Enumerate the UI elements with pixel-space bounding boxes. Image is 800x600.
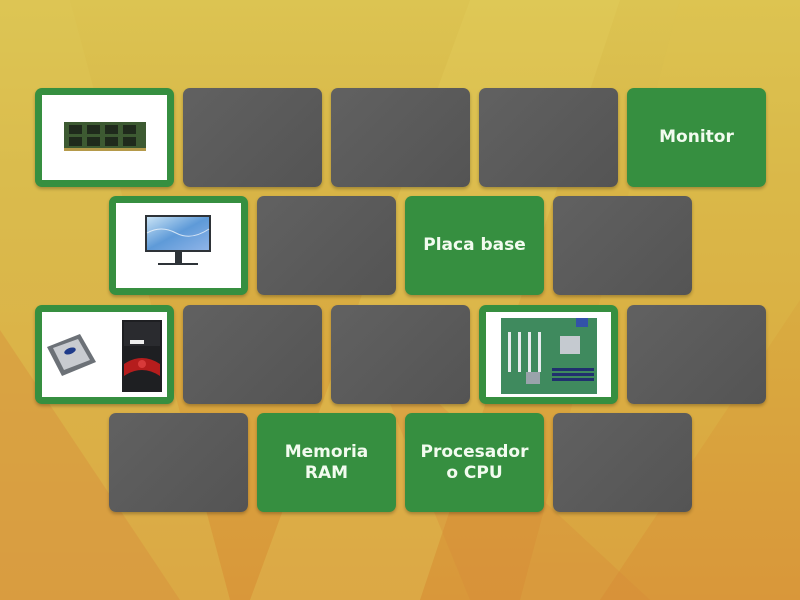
card-hidden[interactable] bbox=[183, 305, 322, 404]
card-label: Monitor bbox=[659, 127, 734, 147]
card-hidden[interactable] bbox=[553, 413, 692, 512]
card-motherboard-image[interactable] bbox=[479, 305, 618, 404]
card-hidden[interactable] bbox=[331, 305, 470, 404]
cpu-tower-image bbox=[42, 312, 167, 397]
card-label: Procesador o CPU bbox=[420, 441, 529, 483]
cpu-chip-icon bbox=[47, 334, 96, 376]
card-hidden[interactable] bbox=[183, 88, 322, 187]
card-monitor-text[interactable]: Monitor bbox=[627, 88, 766, 187]
card-hidden[interactable] bbox=[257, 196, 396, 295]
card-hidden[interactable] bbox=[553, 196, 692, 295]
card-procesador-text[interactable]: Procesador o CPU bbox=[405, 413, 544, 512]
card-monitor-image[interactable] bbox=[109, 196, 248, 295]
card-hidden[interactable] bbox=[479, 88, 618, 187]
motherboard-image bbox=[486, 312, 611, 397]
card-label: Memoria RAM bbox=[284, 441, 369, 483]
card-hidden[interactable] bbox=[627, 305, 766, 404]
card-ram-image[interactable] bbox=[35, 88, 174, 187]
card-cpu-image[interactable] bbox=[35, 305, 174, 404]
card-hidden[interactable] bbox=[331, 88, 470, 187]
card-label: Placa base bbox=[423, 235, 526, 255]
card-placa-base-text[interactable]: Placa base bbox=[405, 196, 544, 295]
pc-tower-icon bbox=[122, 320, 162, 392]
ram-module-image bbox=[42, 95, 167, 180]
card-memoria-ram-text[interactable]: Memoria RAM bbox=[257, 413, 396, 512]
monitor-image bbox=[116, 203, 241, 288]
card-hidden[interactable] bbox=[109, 413, 248, 512]
